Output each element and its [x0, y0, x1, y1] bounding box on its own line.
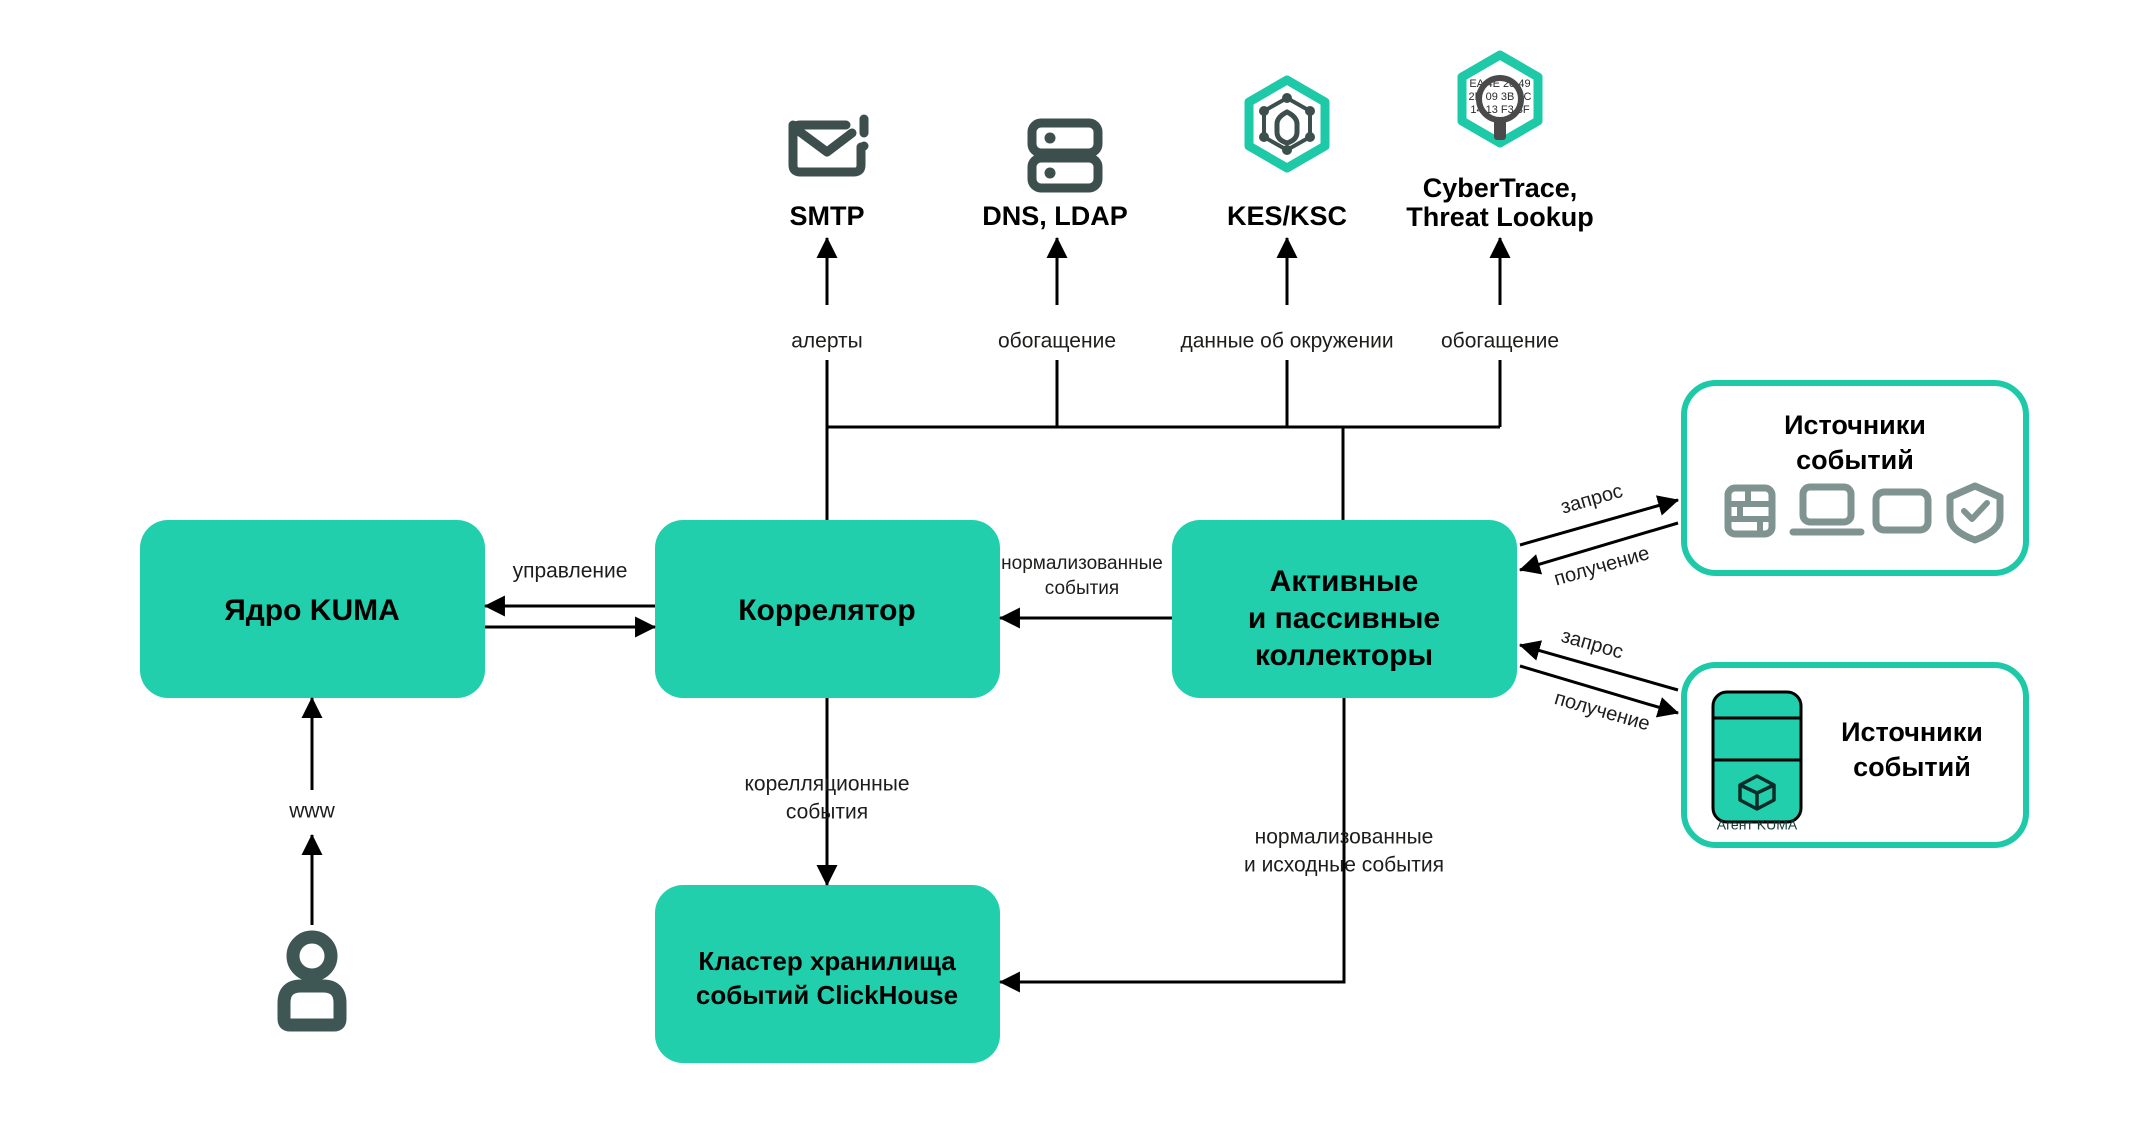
flow-label-correlation-events-line1: корелляционные [744, 773, 909, 796]
panel-title-top-line1: Источники [1784, 410, 1926, 440]
node-label-collectors-line3: коллекторы [1255, 639, 1433, 672]
node-label-collectors-line1: Активные [1270, 565, 1419, 598]
panel-title-bottom-line1: Источники [1841, 717, 1983, 747]
flow-label-alerts: алерты [791, 330, 863, 353]
panel-title-bottom-line2: событий [1853, 752, 1971, 782]
integration-label-kes-ksc: KES/KSC [1227, 201, 1347, 231]
flow-arrow-normalized-raw-events [998, 698, 1346, 993]
node-correlator[interactable] [655, 520, 1000, 698]
flow-label-management: управление [513, 560, 628, 583]
integration-label-dns-ldap: DNS, LDAP [982, 201, 1128, 231]
tablet-icon [1872, 488, 1932, 534]
node-label-kuma-core: Ядро KUMA [224, 594, 400, 627]
flow-label-enrichment-dns: обогащение [998, 330, 1116, 353]
flow-arrow-receive-bottom [1519, 664, 1680, 718]
server-rack-icon [1027, 118, 1103, 193]
integration-label-smtp: SMTP [789, 201, 864, 231]
node-clickhouse-storage[interactable] [655, 885, 1000, 1063]
flow-label-request-top: запрос [1558, 480, 1625, 519]
node-kuma-core[interactable] [140, 520, 485, 698]
kaspersky-hexagon-icon [1244, 75, 1330, 173]
node-label-storage-line2: событий ClickHouse [696, 980, 958, 1010]
flow-label-normalized-events-line1: нормализованные [1001, 553, 1163, 574]
integration-label-cybertrace-line1: CyberTrace, [1423, 173, 1578, 203]
flow-label-normalized-raw-line2: и исходные события [1244, 854, 1444, 877]
flow-label-normalized-events-line2: события [1045, 578, 1119, 599]
flow-label-enrichment-cybertrace: обогащение [1441, 330, 1559, 353]
flow-arrow-request-top [1519, 495, 1680, 547]
laptop-icon [1789, 483, 1865, 536]
flow-label-correlation-events-line2: события [786, 801, 868, 824]
panel-title-top-line2: событий [1796, 445, 1914, 475]
kuma-agent-device: Агент KUMA [1711, 690, 1803, 833]
shield-check-icon [1946, 482, 2004, 544]
agent-caption: Агент KUMA [1717, 817, 1798, 833]
node-collectors[interactable] [1172, 520, 1517, 698]
node-label-collectors-line2: и пассивные [1248, 602, 1440, 635]
flow-arrow-request-bottom [1518, 640, 1679, 692]
flow-arrow-receive-top [1518, 521, 1679, 575]
flow-label-www: www [288, 800, 335, 823]
cube-icon [1738, 774, 1776, 811]
hexdump-row-1: 2D 09 3B 2C [1469, 91, 1532, 103]
firewall-brick-icon [1724, 484, 1776, 538]
integration-label-cybertrace-line2: Threat Lookup [1406, 202, 1594, 232]
mail-alert-icon [788, 114, 869, 177]
flow-label-receive-bottom: получение [1552, 687, 1652, 735]
threat-lookup-hexagon-icon: EA 4E 28 49 2D 09 3B 2C 14 13 F3 8F [1457, 50, 1543, 148]
flow-label-environment-data: данные об окружении [1180, 330, 1393, 353]
user-icon [277, 930, 347, 1032]
integration-bus [825, 360, 1502, 520]
node-label-correlator: Коррелятор [738, 594, 915, 627]
flow-label-receive-top: получение [1552, 542, 1652, 590]
flow-label-normalized-raw-line1: нормализованные [1255, 826, 1434, 849]
node-label-storage-line1: Кластер хранилища [698, 946, 956, 976]
